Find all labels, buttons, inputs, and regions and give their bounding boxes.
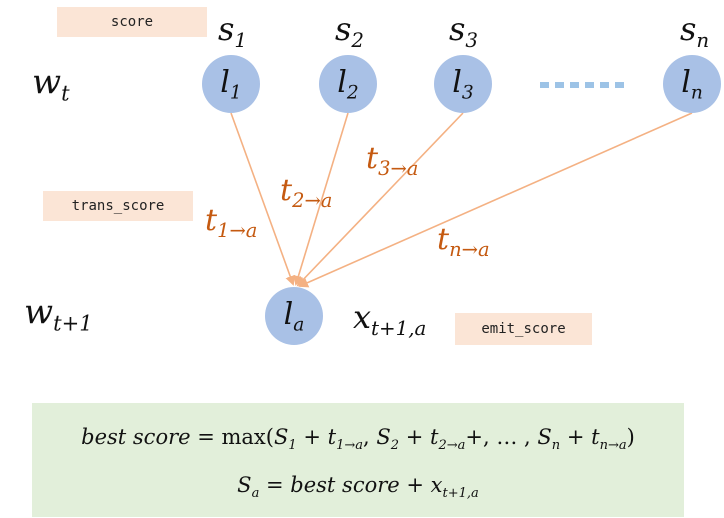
transition-label-2: t2→a bbox=[280, 173, 333, 212]
transition-label-3: t3→a bbox=[366, 141, 419, 180]
edge-n-to-a bbox=[298, 112, 693, 288]
state-node-1: l1 bbox=[202, 55, 260, 113]
state-node-3: l3 bbox=[434, 55, 492, 113]
row-label-wt1: wt+1 bbox=[24, 292, 93, 336]
state-score-label-2: s2 bbox=[335, 10, 365, 52]
transition-label-1: t1→a bbox=[205, 203, 258, 242]
formula-box: best score = max(S1 + t1→a, S2 + t2→a+, … bbox=[32, 403, 684, 517]
trans-score-tag: trans_score bbox=[43, 191, 193, 221]
target-node-a: la bbox=[265, 287, 323, 345]
edge-1-to-a bbox=[230, 112, 295, 286]
formula-line-1: best score = max(S1 + t1→a, S2 + t2→a+, … bbox=[81, 425, 635, 454]
formula-line-2: Sa = best score + xt+1,a bbox=[237, 473, 479, 502]
emit-score-tag: emit_score bbox=[455, 313, 592, 345]
state-score-label-n: sn bbox=[680, 10, 710, 52]
state-score-label-1: s1 bbox=[218, 10, 248, 52]
transition-label-n: tn→a bbox=[437, 222, 490, 261]
emit-score-label: xt+1,a bbox=[353, 298, 427, 340]
edge-3-to-a bbox=[296, 112, 464, 287]
state-score-label-3: s3 bbox=[449, 10, 479, 52]
edge-2-to-a bbox=[293, 112, 349, 286]
row-label-wt: wt bbox=[32, 62, 70, 106]
state-node-n: ln bbox=[663, 55, 721, 113]
score-tag: score bbox=[57, 7, 207, 37]
state-node-2: l2 bbox=[319, 55, 377, 113]
